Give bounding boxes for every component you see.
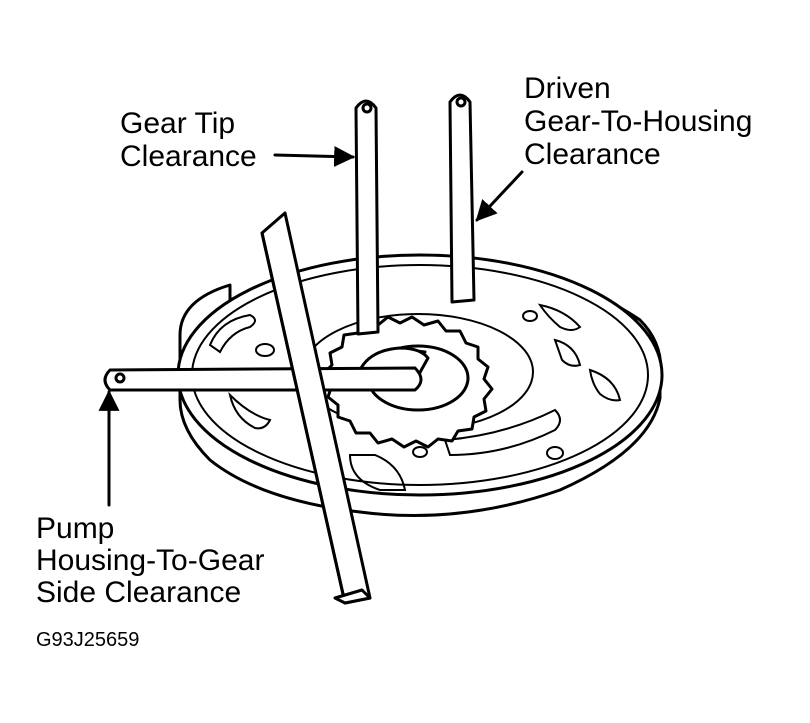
driven-arrow: [475, 170, 524, 222]
feeler-gauge-side: [103, 366, 423, 392]
gear-tip-label: Gear Tip Clearance: [120, 107, 257, 173]
figure-code: G93J25659: [36, 629, 139, 651]
gear-tip-arrow: [273, 146, 356, 168]
feeler-gauge-gear-tip: [354, 99, 380, 336]
feeler-gauge-driven: [448, 93, 476, 304]
straightedge: [260, 211, 372, 605]
driven-label: Driven Gear-To-Housing Clearance: [524, 72, 761, 171]
pump-label: Pump Housing-To-Gear Side Clearance: [36, 512, 273, 609]
